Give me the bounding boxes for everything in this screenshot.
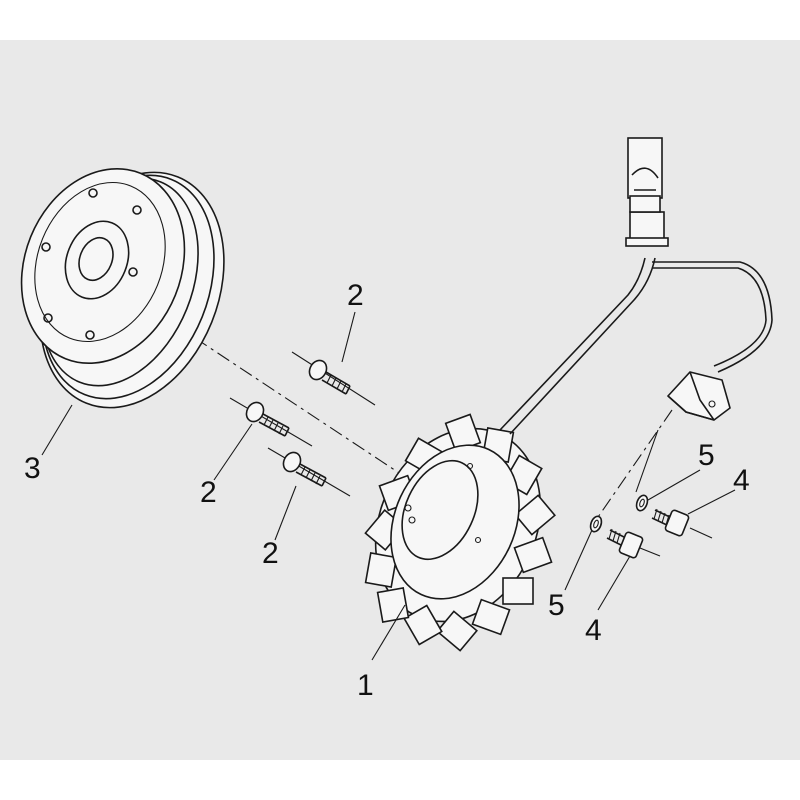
bolt-upper bbox=[651, 508, 713, 539]
callout-flywheel: 3 bbox=[24, 452, 41, 485]
screw-bottom bbox=[267, 447, 351, 497]
screw-middle bbox=[229, 397, 313, 447]
bolt-lower bbox=[606, 528, 661, 559]
callout-washer-upper: 5 bbox=[698, 439, 715, 472]
callout-screw-top: 2 bbox=[347, 279, 364, 312]
leader-lines bbox=[41, 311, 736, 661]
sensor-axis bbox=[595, 409, 673, 521]
callout-bolt-upper: 4 bbox=[733, 464, 750, 497]
callout-screw-middle: 2 bbox=[200, 476, 217, 509]
sensor-axis-2 bbox=[635, 429, 659, 493]
callout-washer-lower: 5 bbox=[548, 589, 565, 622]
stator bbox=[364, 413, 556, 652]
callout-bolt-lower: 4 bbox=[585, 614, 602, 647]
callout-stator: 1 bbox=[357, 669, 374, 702]
washer-lower bbox=[589, 515, 603, 533]
callout-screw-bottom: 2 bbox=[262, 537, 279, 570]
pickup-sensor bbox=[666, 371, 731, 421]
flywheel-rotor bbox=[20, 167, 225, 409]
screw-top bbox=[291, 351, 376, 406]
wiring-harness bbox=[499, 137, 773, 435]
washer-upper bbox=[635, 494, 649, 512]
